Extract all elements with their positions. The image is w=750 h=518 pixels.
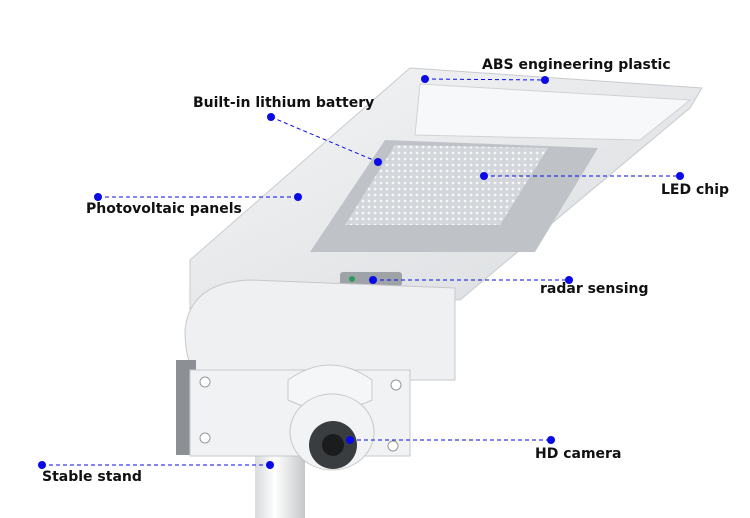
callout-dot xyxy=(565,276,573,284)
callout-dot xyxy=(294,193,302,201)
screw xyxy=(387,440,399,452)
camera-lens xyxy=(322,434,344,456)
label-hd-camera: HD camera xyxy=(535,446,622,462)
arm-housing xyxy=(184,279,456,381)
callout-dot xyxy=(267,113,275,121)
callout-line-battery xyxy=(270,116,379,163)
label-led-chip: LED chip xyxy=(661,182,730,198)
label-abs-plastic: ABS engineering plastic xyxy=(482,57,671,73)
callout-dot xyxy=(266,461,274,469)
label-radar-sensing: radar sensing xyxy=(540,281,649,297)
led-chip-array xyxy=(345,145,548,225)
callout-dot xyxy=(374,158,382,166)
screw xyxy=(390,379,402,391)
callout-dot xyxy=(38,461,46,469)
label-lithium-battery: Built-in lithium battery xyxy=(193,95,375,111)
callout-line-abs xyxy=(424,78,546,81)
callout-dot xyxy=(369,276,377,284)
callout-dot xyxy=(94,193,102,201)
callout-dot xyxy=(676,172,684,180)
callout-dot xyxy=(346,436,354,444)
pole xyxy=(255,452,305,518)
label-stable-stand: Stable stand xyxy=(42,469,142,485)
label-photovoltaic-panels: Photovoltaic panels xyxy=(86,201,242,217)
callout-dot xyxy=(480,172,488,180)
radar-indicator xyxy=(349,276,355,282)
callout-dot xyxy=(421,75,429,83)
callout-dot xyxy=(541,76,549,84)
callout-dot xyxy=(547,436,555,444)
screw xyxy=(199,432,211,444)
screw xyxy=(199,376,211,388)
housing-rim xyxy=(414,83,692,141)
